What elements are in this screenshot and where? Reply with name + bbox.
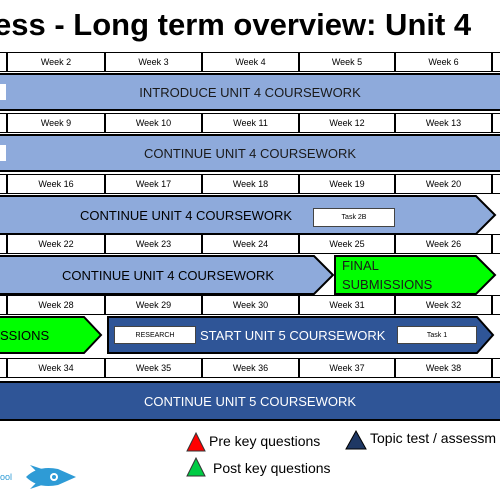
week-cell: Week 35	[105, 358, 202, 378]
week-cell: Week 22	[7, 234, 105, 254]
green-triangle-icon	[186, 457, 206, 477]
week-row-6: Week 34 Week 35 Week 36 Week 37 Week 38	[0, 358, 500, 378]
page-title: ess - Long term overview: Unit 4	[0, 7, 472, 42]
bar-start-unit5	[107, 316, 495, 354]
week-cell	[0, 113, 7, 133]
week-cell: Week 13	[395, 113, 492, 133]
week-cell: Week 6	[395, 52, 492, 72]
week-cell	[492, 234, 500, 254]
week-cell	[492, 113, 500, 133]
week-cell: Week 19	[299, 174, 395, 194]
week-cell: Week 31	[299, 295, 395, 315]
week-row-1: Week 2 Week 3 Week 4 Week 5 Week 6	[0, 52, 500, 72]
week-cell	[492, 295, 500, 315]
week-row-4: Week 22 Week 23 Week 24 Week 25 Week 26	[0, 234, 500, 254]
week-cell: Week 16	[7, 174, 105, 194]
week-cell	[0, 234, 7, 254]
week-cell: Week 36	[202, 358, 299, 378]
week-cell: Week 3	[105, 52, 202, 72]
week-cell: Week 9	[7, 113, 105, 133]
week-cell: Week 4	[202, 52, 299, 72]
week-cell: Week 17	[105, 174, 202, 194]
marker	[0, 145, 6, 161]
navy-triangle-icon	[345, 430, 367, 450]
week-cell	[0, 52, 7, 72]
research-tag: RESEARCH	[114, 326, 196, 344]
legend-pre-key-questions: Pre key questions	[209, 433, 321, 449]
week-cell	[492, 174, 500, 194]
week-cell: Week 12	[299, 113, 395, 133]
bar-label: CONTINUE UNIT 4 COURSEWORK	[143, 145, 357, 161]
bar-label: CONTINUE UNIT 4 COURSEWORK	[62, 267, 275, 283]
week-cell	[0, 295, 7, 315]
week-cell: Week 2	[7, 52, 105, 72]
bar-label: FINAL SUBMISSIONS	[342, 258, 433, 292]
week-cell: Week 26	[395, 234, 492, 254]
marker	[0, 84, 6, 100]
week-cell: Week 11	[202, 113, 299, 133]
bar-continue-unit4-a: CONTINUE UNIT 4 COURSEWORK	[0, 134, 500, 172]
week-cell: Week 34	[7, 358, 105, 378]
week-cell: Week 29	[105, 295, 202, 315]
week-cell	[492, 52, 500, 72]
red-triangle-icon	[186, 432, 206, 452]
week-cell: Week 20	[395, 174, 492, 194]
bar-submissions-continued	[0, 316, 103, 354]
legend-post-key-questions: Post key questions	[213, 460, 331, 476]
week-cell	[0, 174, 7, 194]
week-cell	[0, 358, 7, 378]
bar-label: CONTINUE UNIT 5 COURSEWORK	[143, 393, 357, 409]
bar-label: CONTINUE UNIT 4 COURSEWORK	[80, 207, 293, 223]
week-cell: Week 32	[395, 295, 492, 315]
bar-label: START UNIT 5 COURSEWORK	[200, 327, 386, 343]
week-cell	[492, 358, 500, 378]
task-1-tag: Task 1	[397, 326, 477, 344]
week-cell: Week 30	[202, 295, 299, 315]
week-cell: Week 23	[105, 234, 202, 254]
bar-label: SSIONS	[0, 327, 50, 343]
legend-topic-test: Topic test / assessm	[370, 430, 497, 446]
task-2b-tag: Task 2B	[313, 208, 395, 227]
week-cell: Week 38	[395, 358, 492, 378]
bar-final-submissions	[334, 255, 497, 295]
bar-label: INTRODUCE UNIT 4 COURSEWORK	[139, 84, 361, 100]
bar-continue-unit5: CONTINUE UNIT 5 COURSEWORK	[0, 381, 500, 421]
bar-continue-unit4-c	[0, 255, 335, 295]
week-cell: Week 10	[105, 113, 202, 133]
week-cell: Week 24	[202, 234, 299, 254]
week-cell: Week 25	[299, 234, 395, 254]
week-cell: Week 28	[7, 295, 105, 315]
logo-text: ool	[0, 472, 13, 482]
week-row-2: Week 9 Week 10 Week 11 Week 12 Week 13	[0, 113, 500, 133]
rocket-logo-icon	[26, 465, 76, 489]
bar-introduce-unit4: INTRODUCE UNIT 4 COURSEWORK	[0, 73, 500, 111]
week-cell: Week 37	[299, 358, 395, 378]
week-row-5: Week 28 Week 29 Week 30 Week 31 Week 32	[0, 295, 500, 315]
week-cell: Week 5	[299, 52, 395, 72]
week-cell: Week 18	[202, 174, 299, 194]
week-row-3: Week 16 Week 17 Week 18 Week 19 Week 20	[0, 174, 500, 194]
